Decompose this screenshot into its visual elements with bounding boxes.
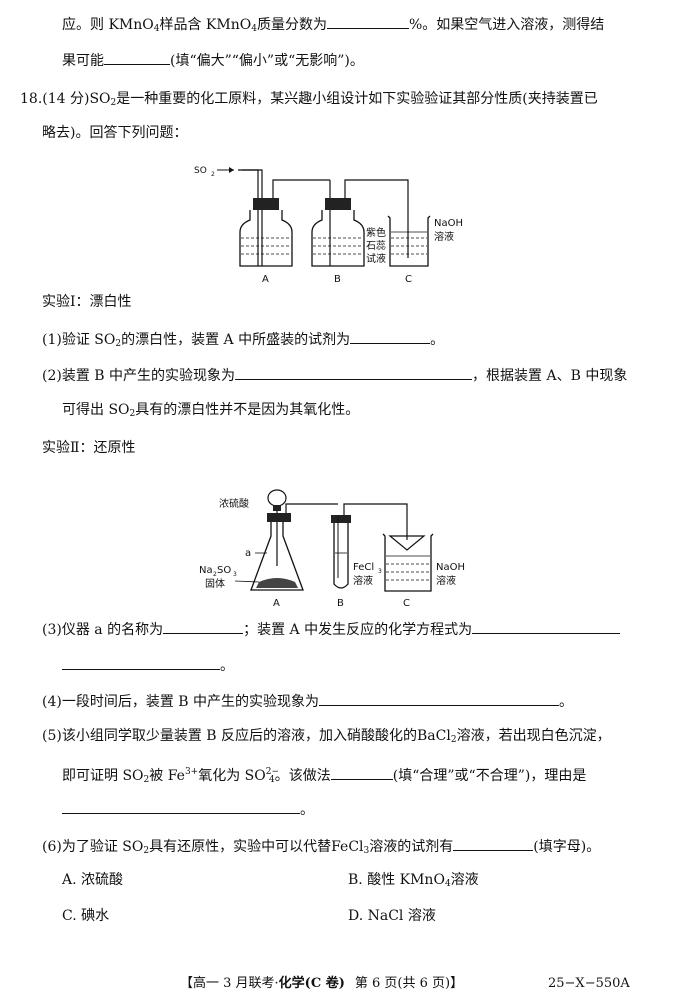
svg-text:3: 3 [378,568,382,575]
option-d: D. NaCl 溶液 [348,908,436,924]
option-a: A. 浓硫酸 [62,872,124,888]
q18-2-line1: (2)装置 B 中产生的实验现象为，根据装置 A、B 中现象 [42,363,627,387]
q18-3-line2: 。 [62,653,234,677]
svg-text:紫色: 紫色 [366,226,386,239]
answer-blank[interactable] [235,363,473,380]
q17-line1: 应。则 KMnO4样品含 KMnO4质量分数为%。如果空气进入溶液，测得结 [62,12,604,40]
answer-blank[interactable] [350,327,431,344]
option-b: B. 酸性 KMnO4溶液 [348,872,479,889]
bottle-b: 紫色 石蕊 试液 [311,179,409,267]
svg-text:A: A [262,274,269,285]
q18-2-line2: 可得出 SO2具有的漂白性并不是因为其氧化性。 [62,402,360,419]
q18-5-line1: (5)该小组同学取少量装置 B 反应后的溶液，加入硝酸酸化的BaCl2溶液，若出… [42,728,611,745]
svg-text:溶液: 溶液 [434,230,454,243]
q18-intro-line2: 略去)。回答下列问题： [42,125,188,141]
svg-text:3: 3 [233,571,237,578]
svg-text:A: A [273,598,280,609]
svg-text:溶液: 溶液 [353,574,373,587]
svg-text:NaOH: NaOH [436,562,465,573]
svg-text:石蕊: 石蕊 [366,240,386,252]
q18-5-line2: 即可证明 SO2被 Fe3+氧化为 SO2−4。该做法(填“合理”或“不合理”)… [62,761,586,791]
svg-text:浓硫酸: 浓硫酸 [219,497,249,510]
answer-blank[interactable] [453,834,534,851]
svg-text:SO: SO [217,565,231,576]
beaker-c: NaOH 溶液 [387,215,463,267]
svg-text:a: a [245,548,251,559]
svg-text:固体: 固体 [205,578,225,590]
beaker-c: NaOH 溶液 [382,533,465,592]
answer-blank[interactable] [330,763,393,780]
q18-6: (6)为了验证 SO2具有还原性，实验中可以代替FeCl3溶液的试剂有(填字母)… [42,834,600,862]
answer-blank[interactable] [326,12,409,29]
q18-intro-line1: 18.(14 分)SO2是一种重要的化工原料，某兴趣小组设计如下实验验证其部分性… [20,91,598,108]
footer-page-info: 【高一 3 月联考·化学(C 卷)第 6 页(共 6 页)】 [180,976,464,991]
q18-5-line3: 。 [62,797,314,821]
q18-3-line1: (3)仪器 a 的名称为；装置 A 中发生反应的化学方程式为 [42,617,621,641]
exp2-title: 实验Ⅱ：还原性 [42,440,136,456]
answer-blank[interactable] [319,689,560,706]
footer-code: 25−X−550A [548,976,630,991]
svg-text:C: C [405,274,412,285]
tube-b: FeCl 3 溶液 [331,503,408,589]
flask-a: a Na 2 SO 3 固体 [199,503,338,591]
q17-line2: 果可能(填“偏大”“偏小”或“无影响”)。 [62,48,364,72]
answer-blank[interactable] [472,617,621,634]
q18-1: (1)验证 SO2的漂白性，装置 A 中所盛装的试剂为。 [42,327,444,355]
bottle-a [238,169,330,267]
answer-blank[interactable] [104,48,170,65]
q18-4: (4)一段时间后，装置 B 中产生的实验现象为。 [42,689,573,713]
svg-text:B: B [334,274,341,285]
option-c: C. 碘水 [62,908,110,924]
apparatus-figure-2: 浓硫酸 a Na 2 SO 3 固体 FeCl 3 溶液 NaOH 溶 [199,489,465,609]
answer-blank[interactable] [62,797,300,814]
answer-blank[interactable] [62,653,220,670]
svg-text:NaOH: NaOH [434,218,463,229]
svg-text:B: B [337,598,344,609]
svg-text:C: C [403,598,410,609]
exp1-title: 实验Ⅰ：漂白性 [42,294,132,310]
apparatus-figure-1: SO 2 紫色 石蕊 试液 NaOH 溶液 A B C [194,166,463,285]
svg-text:试液: 试液 [366,252,386,265]
svg-text:SO: SO [194,166,207,176]
svg-text:Na: Na [199,565,213,576]
svg-text:2: 2 [211,171,215,178]
svg-text:溶液: 溶液 [436,574,456,587]
answer-blank[interactable] [163,617,244,634]
svg-text:FeCl: FeCl [353,562,374,573]
svg-text:2: 2 [213,571,217,578]
